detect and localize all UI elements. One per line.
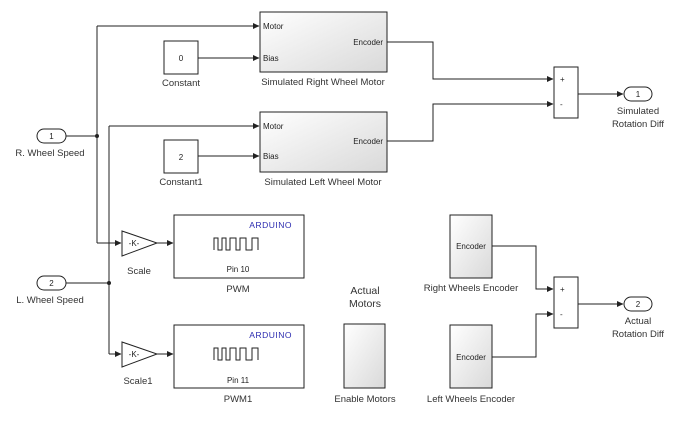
enable-motors-label: Enable Motors	[334, 394, 396, 405]
outport-1-number: 1	[636, 90, 641, 99]
inport-1[interactable]: 1 R. Wheel Speed	[15, 128, 85, 159]
scale1-label: Scale1	[123, 376, 152, 387]
inport-1-number: 1	[49, 132, 54, 141]
simulated-left-wheel-motor-block[interactable]: Motor Bias Encoder Simulated Left Wheel …	[259, 111, 388, 188]
enable-motors-block[interactable]: Actual Motors Enable Motors	[334, 285, 396, 405]
sum1-block[interactable]: + -	[553, 276, 579, 329]
right-motor-label: Simulated Right Wheel Motor	[261, 77, 385, 88]
inport-2[interactable]: 2 L. Wheel Speed	[16, 275, 84, 306]
wire-right-wheels-encoder-sum[interactable]	[492, 245, 554, 292]
outport-1-label-line2: Rotation Diff	[612, 119, 664, 130]
sum1-minus-sign: -	[560, 310, 563, 319]
sum-block[interactable]: + -	[553, 66, 579, 119]
scale-gain-text: -K-	[129, 239, 140, 248]
wire-right-encoder-sum[interactable]	[387, 41, 554, 82]
pwm-pin: Pin 10	[227, 265, 250, 274]
right-wheels-encoder-text: Encoder	[456, 242, 486, 251]
pwm1-arduino-header: ARDUINO	[249, 330, 292, 340]
constant-block[interactable]: 0 Constant	[162, 40, 200, 89]
right-motor-out-encoder: Encoder	[353, 38, 383, 47]
outport-2-number: 2	[636, 300, 641, 309]
pwm1-block[interactable]: ARDUINO Pin 11 PWM1	[173, 324, 305, 405]
left-wheels-encoder-text: Encoder	[456, 353, 486, 362]
wire-left-wheels-encoder-sum[interactable]	[492, 311, 554, 358]
simulated-right-wheel-motor-block[interactable]: Motor Bias Encoder Simulated Right Wheel…	[259, 11, 388, 88]
constant1-block[interactable]: 2 Constant1	[159, 139, 203, 188]
scale-label: Scale	[127, 266, 151, 277]
pwm1-waveform-icon	[213, 347, 259, 361]
sum-plus-sign: +	[560, 75, 565, 84]
sum-minus-sign: -	[560, 100, 563, 109]
scale1-gain-text: -K-	[129, 350, 140, 359]
pwm-block[interactable]: ARDUINO Pin 10 PWM	[173, 214, 305, 295]
outport-1-label-line1: Simulated	[617, 106, 659, 117]
outport-2[interactable]: 2 Actual Rotation Diff	[612, 296, 664, 340]
outport-2-label-line2: Rotation Diff	[612, 329, 664, 340]
actual-motors-title-line1: Actual	[350, 285, 379, 297]
inport-2-number: 2	[49, 279, 54, 288]
inport-1-label: R. Wheel Speed	[15, 148, 84, 159]
left-motor-in-motor: Motor	[263, 122, 284, 131]
constant1-value: 2	[179, 153, 184, 162]
constant-label: Constant	[162, 78, 200, 89]
branch-point-l	[107, 281, 111, 285]
scale-gain-block[interactable]: -K- Scale	[121, 230, 159, 277]
outport-1[interactable]: 1 Simulated Rotation Diff	[612, 86, 664, 130]
left-motor-in-bias: Bias	[263, 152, 279, 161]
constant-value: 0	[179, 54, 184, 63]
pwm-arduino-header: ARDUINO	[249, 220, 292, 230]
left-wheels-encoder-block[interactable]: Encoder Left Wheels Encoder	[427, 324, 515, 405]
actual-motors-title-line2: Motors	[349, 298, 381, 310]
left-motor-label: Simulated Left Wheel Motor	[264, 177, 381, 188]
sum1-plus-sign: +	[560, 285, 565, 294]
inport-2-label: L. Wheel Speed	[16, 295, 84, 306]
right-wheels-encoder-block[interactable]: Encoder Right Wheels Encoder	[424, 214, 519, 294]
outport-2-label-line1: Actual	[625, 316, 651, 327]
branch-point-r	[95, 134, 99, 138]
wire-left-encoder-sum[interactable]	[387, 101, 554, 142]
left-motor-out-encoder: Encoder	[353, 137, 383, 146]
right-wheels-encoder-label: Right Wheels Encoder	[424, 283, 519, 294]
pwm1-pin: Pin 11	[227, 376, 250, 385]
signal-lines	[66, 23, 624, 358]
pwm1-label: PWM1	[224, 394, 253, 405]
constant1-label: Constant1	[159, 177, 202, 188]
left-wheels-encoder-label: Left Wheels Encoder	[427, 394, 515, 405]
right-motor-in-motor: Motor	[263, 22, 284, 31]
pwm-label: PWM	[226, 284, 249, 295]
scale1-gain-block[interactable]: -K- Scale1	[121, 341, 159, 387]
pwm-waveform-icon	[213, 237, 259, 251]
right-motor-in-bias: Bias	[263, 54, 279, 63]
